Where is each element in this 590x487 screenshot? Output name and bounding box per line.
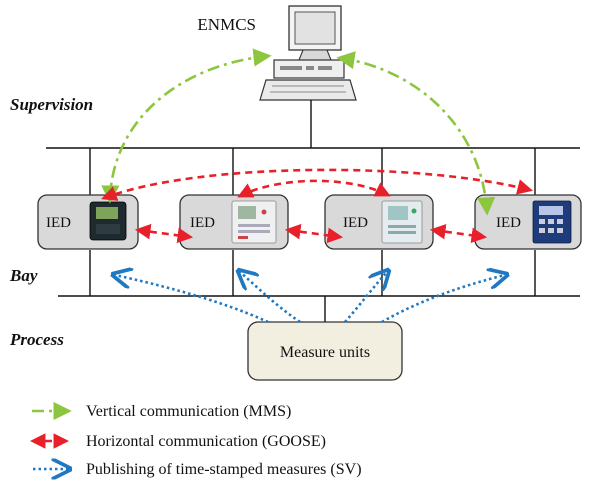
measure-units-box: Measure units: [247, 321, 403, 381]
mms-arrow-left: [101, 48, 272, 204]
workstation-icon: [259, 5, 357, 101]
ied-box-4: IED: [474, 194, 582, 250]
sv-arrow-1: [115, 275, 269, 324]
level-label-bay: Bay: [9, 266, 38, 285]
ied-label: IED: [46, 215, 71, 231]
goose-arrow-1-2: [134, 223, 194, 244]
legend-item-sv: Publishing of time-stamped measures (SV): [33, 461, 362, 478]
legend-label-mms: Vertical communication (MMS): [86, 403, 291, 420]
legend-label-goose: Horizontal communication (GOOSE): [86, 433, 326, 450]
ied-box-3: IED: [324, 194, 434, 250]
legend-item-goose: Horizontal communication (GOOSE): [29, 433, 326, 450]
legend-item-mms: Vertical communication (MMS): [32, 401, 291, 421]
legend: Vertical communication (MMS) Horizontal …: [29, 401, 362, 478]
goose-arrows: [101, 168, 534, 244]
sv-arrow-2: [240, 272, 301, 324]
goose-arrow-mid: [237, 179, 391, 198]
relay-device-icon: [89, 201, 127, 241]
sv-arrow-3: [344, 272, 387, 323]
level-label-supervision: Supervision: [10, 95, 93, 114]
mms-arrow-right: [336, 51, 496, 216]
relay-device-icon: [381, 200, 423, 244]
legend-label-sv: Publishing of time-stamped measures (SV): [86, 461, 362, 478]
relay-device-icon: [231, 200, 277, 244]
relay-device-icon: [532, 200, 572, 244]
ied-box-2: IED: [179, 194, 289, 250]
ied-label: IED: [343, 215, 368, 231]
sv-arrows: [115, 272, 505, 324]
sv-arrow-4: [381, 275, 505, 324]
measure-units-label: Measure units: [280, 344, 370, 361]
goose-arrow-long: [101, 168, 534, 201]
level-label-process: Process: [9, 330, 64, 349]
ied-label: IED: [496, 215, 521, 231]
ied-label: IED: [190, 215, 215, 231]
diagram-title: ENMCS: [197, 15, 256, 34]
goose-arrow-2-3: [284, 223, 344, 244]
ied-box-1: IED: [37, 194, 139, 250]
goose-arrow-3-4: [429, 223, 488, 244]
